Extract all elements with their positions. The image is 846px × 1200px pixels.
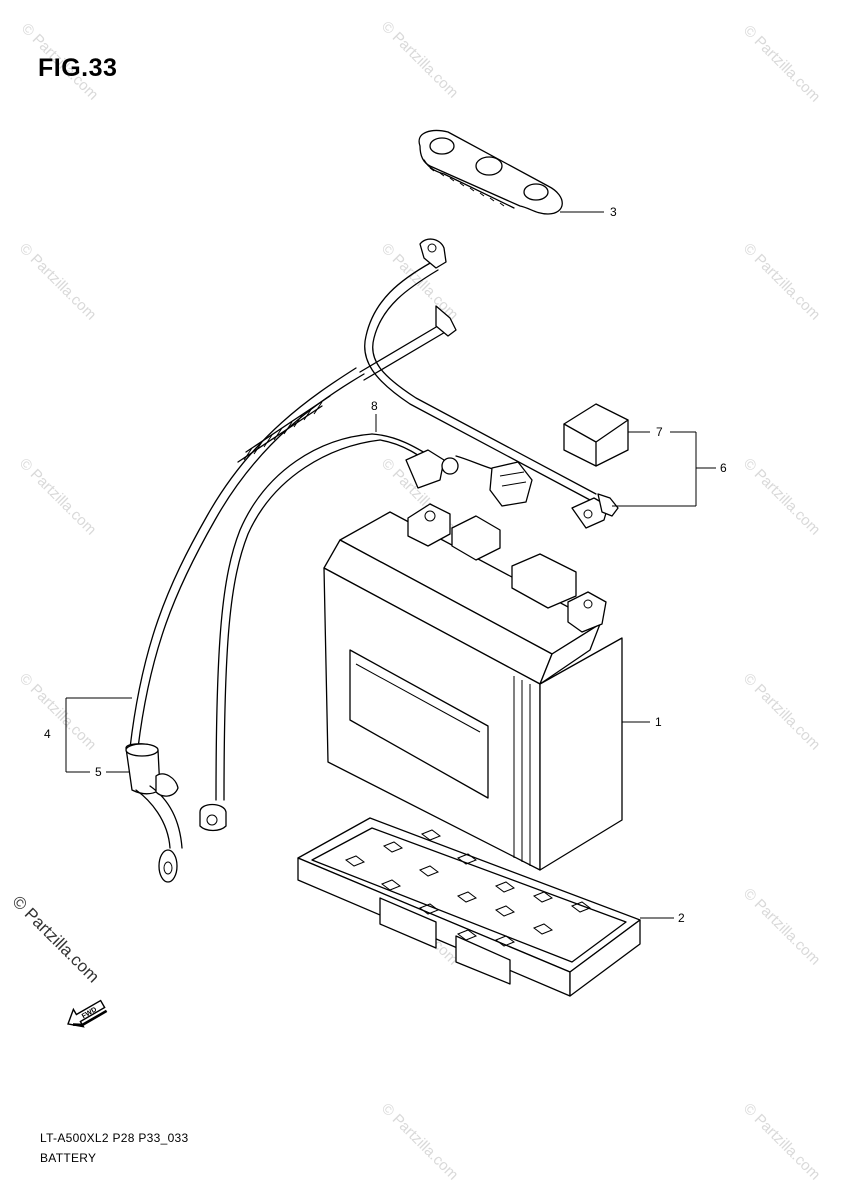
callout-6: 6 [720, 461, 727, 475]
callout-4: 4 [44, 727, 51, 741]
terminal-cover [563, 403, 629, 467]
forward-arrow-icon: FWD [67, 999, 108, 1028]
lead-wire [199, 433, 533, 832]
battery [323, 503, 623, 871]
leader-lines [65, 211, 716, 919]
callout-2: 2 [678, 911, 685, 925]
callout-7: 7 [656, 425, 663, 439]
callout-8: 8 [371, 399, 378, 413]
battery-band [418, 129, 563, 215]
callout-5: 5 [95, 765, 102, 779]
callout-3: 3 [610, 205, 617, 219]
negative-cable [125, 305, 457, 883]
figure-title: FIG.33 [38, 54, 118, 82]
battery-tray [297, 817, 641, 997]
figure-code: LT-A500XL2 P28 P33_033 [40, 1131, 189, 1145]
figure-name: BATTERY [40, 1151, 97, 1165]
callout-1: 1 [655, 715, 662, 729]
positive-cable [364, 238, 619, 529]
